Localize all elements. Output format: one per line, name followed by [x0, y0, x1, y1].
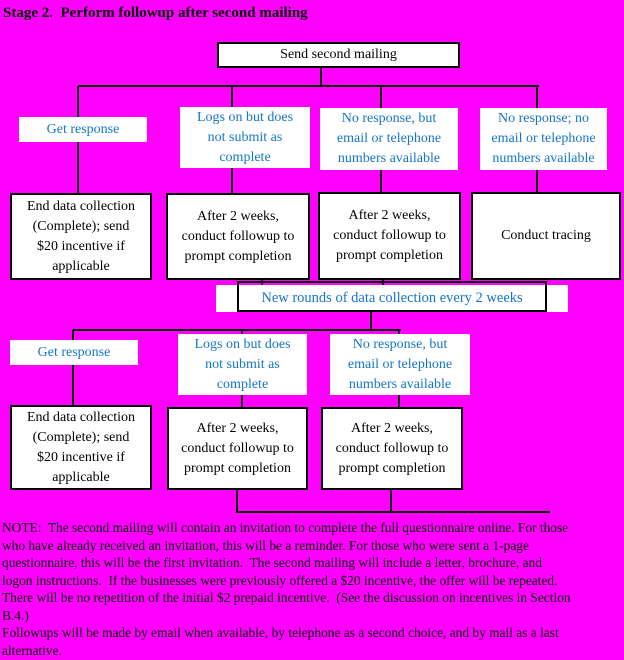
connector-line: [261, 280, 263, 286]
node-no-response-no-contact-1: No response; no email or telephone numbe…: [480, 108, 607, 170]
note-line: alternative.: [2, 642, 62, 658]
node-followup-1b: After 2 weeks, conduct followup to promp…: [318, 192, 461, 280]
note-line: There will be no repetition of the initi…: [2, 590, 571, 605]
node-followup-2a: After 2 weeks, conduct followup to promp…: [167, 407, 308, 490]
connector-line: [72, 330, 74, 406]
new-rounds-banner: New rounds of data collection every 2 we…: [216, 285, 568, 312]
note-line: questionnaire, this will be the first in…: [2, 555, 542, 570]
connector-line: [73, 329, 401, 331]
connector-line: [390, 490, 392, 513]
node-end-data-collection-1: End data collection (Complete); send $20…: [10, 193, 152, 280]
node-no-response-contact-2: No response, but email or telephone numb…: [330, 334, 470, 395]
new-rounds-banner-frame: [237, 281, 547, 312]
node-get-response-2: Get response: [10, 340, 138, 365]
page-title: Stage 2. Perform followup after second m…: [3, 5, 308, 21]
node-no-response-contact-1: No response, but email or telephone numb…: [320, 108, 458, 170]
connector-line: [320, 68, 322, 87]
node-followup-1a: After 2 weeks, conduct followup to promp…: [166, 193, 310, 280]
note-line: logon instructions. If the businesses we…: [2, 572, 558, 588]
note-block: NOTE: The second mailing will contain an…: [2, 519, 624, 659]
node-end-data-collection-2: End data collection (Complete); send $20…: [10, 405, 152, 490]
note-line: B.4.): [2, 607, 29, 623]
connector-line: [382, 280, 384, 286]
connector-line: [236, 490, 238, 513]
node-get-response-1: Get response: [19, 117, 147, 142]
note-line: NOTE: The second mailing will contain an…: [2, 520, 569, 535]
note-line: Followups will be made by email when ava…: [2, 625, 559, 640]
node-logs-on-1: Logs on but does not submit as complete: [180, 107, 310, 168]
node-logs-on-2: Logs on but does not submit as complete: [178, 334, 307, 395]
connector-line: [370, 312, 372, 331]
connector-line: [236, 511, 550, 513]
node-conduct-tracing: Conduct tracing: [471, 192, 621, 280]
node-send-second-mailing: Send second mailing: [217, 42, 460, 68]
connector-line: [78, 85, 539, 87]
node-followup-2b: After 2 weeks, conduct followup to promp…: [321, 407, 463, 490]
note-line: who have already received an invitation,…: [2, 537, 529, 553]
